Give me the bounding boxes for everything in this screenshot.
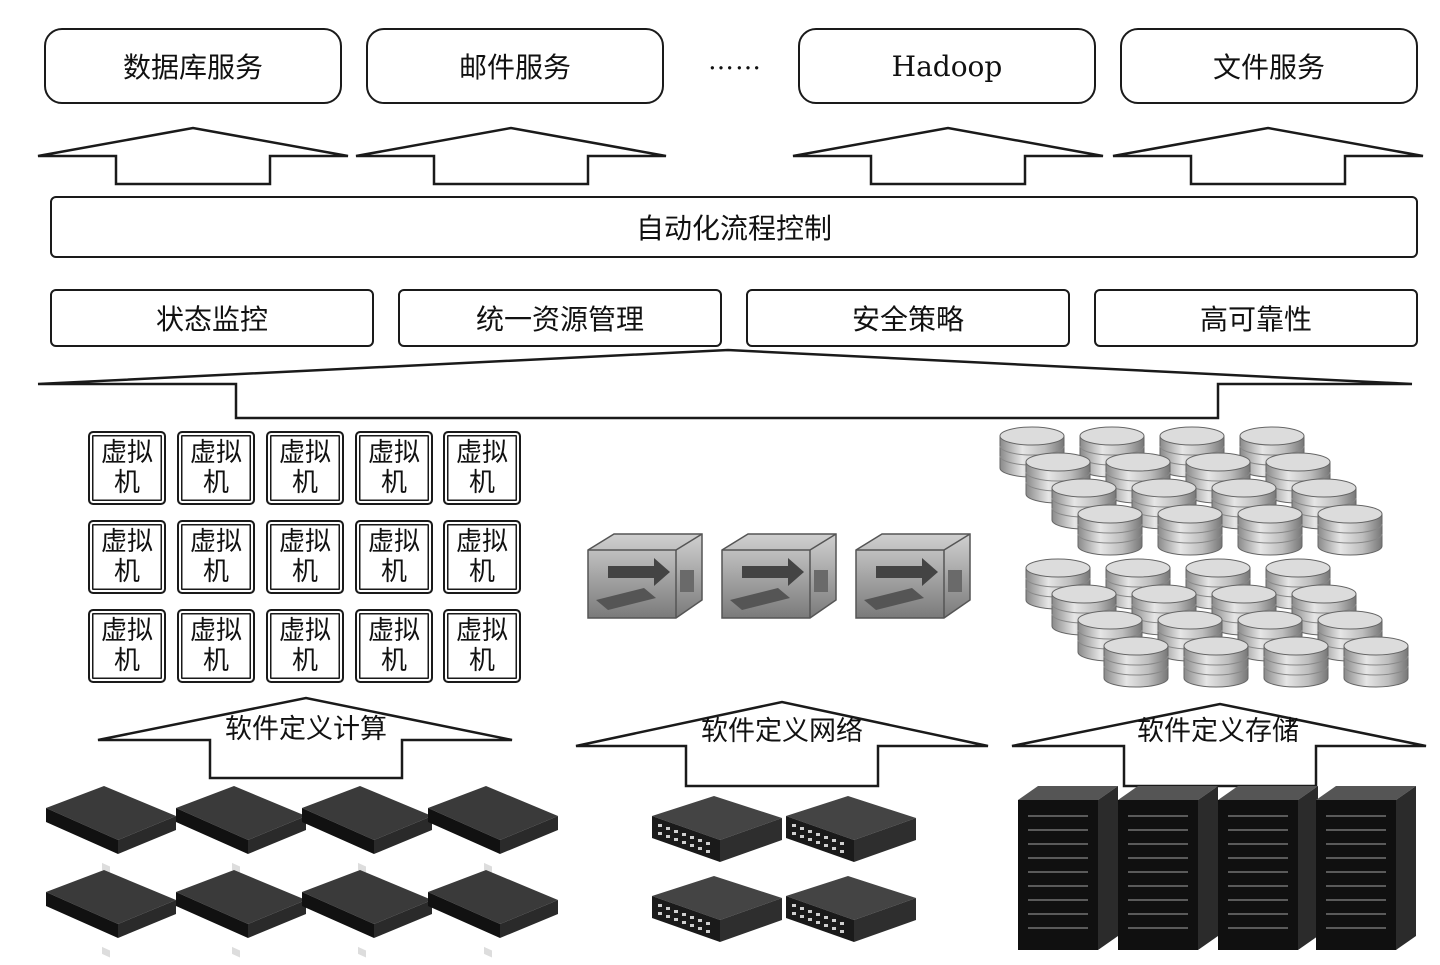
sd-compute-label: 软件定义计算 [225, 714, 387, 745]
virtual-machine: 虚拟机 [443, 431, 521, 505]
virtual-machine: 虚拟机 [88, 431, 166, 505]
virtual-machine-label: 虚拟机 [367, 438, 420, 498]
module-status-monitoring: 状态监控 [50, 289, 374, 347]
switch-icon [652, 796, 916, 942]
module-label: 统一资源管理 [475, 303, 644, 336]
network-device-icon [587, 533, 971, 619]
virtual-machine-label: 虚拟机 [367, 527, 420, 587]
module-label: 高可靠性 [1199, 303, 1312, 336]
virtual-machine: 虚拟机 [443, 520, 521, 594]
virtual-machine-label: 虚拟机 [278, 616, 331, 676]
server-icon [46, 786, 558, 958]
service-label: Hadoop [891, 49, 1003, 83]
virtual-machine: 虚拟机 [88, 609, 166, 683]
virtual-machine: 虚拟机 [177, 609, 255, 683]
service-hadoop: Hadoop [798, 28, 1096, 104]
virtual-machine-label: 虚拟机 [100, 438, 153, 498]
virtual-machine: 虚拟机 [355, 431, 433, 505]
platform-arrow [37, 348, 1413, 420]
virtual-machine: 虚拟机 [177, 520, 255, 594]
virtual-machine: 虚拟机 [355, 609, 433, 683]
service-mail: 邮件服务 [366, 28, 664, 104]
virtual-machine: 虚拟机 [443, 609, 521, 683]
software-defined-arrows [97, 696, 1427, 788]
module-label: 安全策略 [851, 303, 964, 336]
virtual-machine: 虚拟机 [177, 431, 255, 505]
module-security-policy: 安全策略 [746, 289, 1070, 347]
service-arrows [37, 126, 1424, 186]
virtual-machine-label: 虚拟机 [367, 616, 420, 676]
storage-disk-icon [999, 426, 1409, 688]
virtual-machine-label: 虚拟机 [189, 438, 242, 498]
module-label: 状态监控 [155, 303, 268, 336]
module-unified-resource-management: 统一资源管理 [398, 289, 722, 347]
rack-server-icon [1017, 785, 1417, 951]
sd-network-label: 软件定义网络 [701, 716, 863, 747]
service-file: 文件服务 [1120, 28, 1418, 104]
virtual-machine-label: 虚拟机 [189, 527, 242, 587]
virtual-machine-label: 虚拟机 [278, 527, 331, 587]
service-label: 文件服务 [1212, 51, 1325, 84]
virtual-machine-label: 虚拟机 [278, 438, 331, 498]
service-label: 数据库服务 [122, 51, 263, 84]
automation-control-bar: 自动化流程控制 [50, 196, 1418, 258]
virtual-machine-label: 虚拟机 [455, 616, 508, 676]
virtual-machine-label: 虚拟机 [455, 527, 508, 587]
ellipsis: …… [708, 46, 762, 76]
service-label: 邮件服务 [458, 51, 571, 84]
virtual-machine-label: 虚拟机 [100, 616, 153, 676]
service-database: 数据库服务 [44, 28, 342, 104]
virtual-machine-label: 虚拟机 [189, 616, 242, 676]
automation-label: 自动化流程控制 [635, 212, 832, 245]
virtual-machine: 虚拟机 [266, 520, 344, 594]
virtual-machine: 虚拟机 [266, 431, 344, 505]
virtual-machine: 虚拟机 [355, 520, 433, 594]
virtual-machine-label: 虚拟机 [100, 527, 153, 587]
module-high-availability: 高可靠性 [1094, 289, 1418, 347]
virtual-machine-label: 虚拟机 [455, 438, 508, 498]
virtual-machine: 虚拟机 [266, 609, 344, 683]
virtual-machine: 虚拟机 [88, 520, 166, 594]
sd-storage-label: 软件定义存储 [1137, 716, 1299, 747]
